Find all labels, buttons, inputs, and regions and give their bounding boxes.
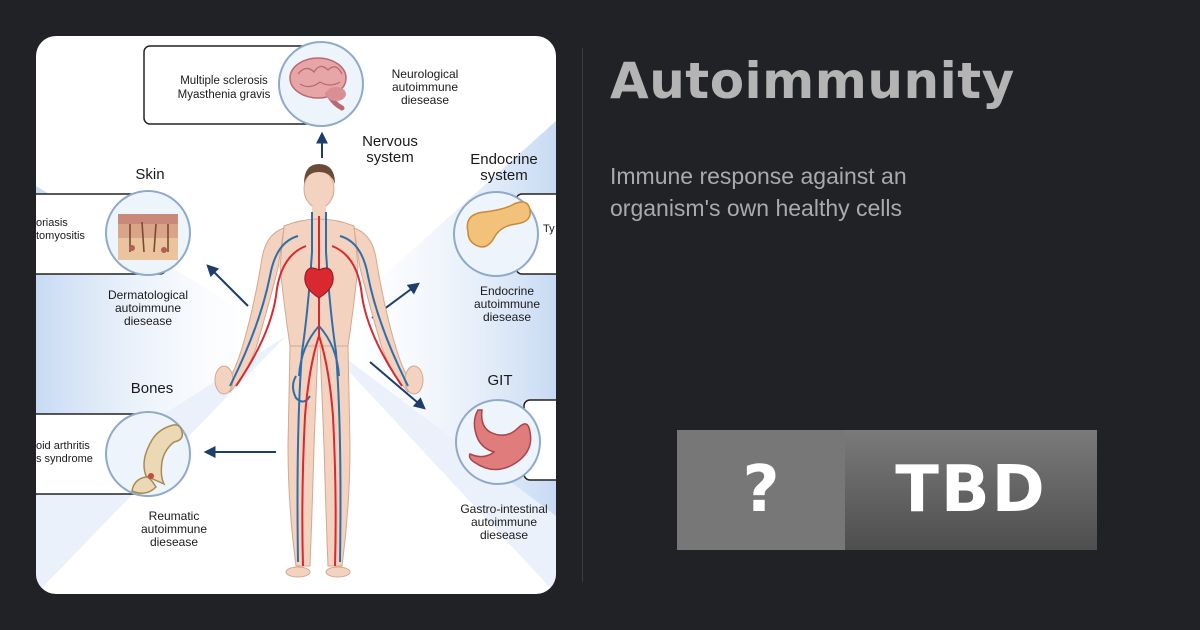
skin-arrow — [206, 264, 249, 307]
bones-group: Bones oid arthritis s syndrome Reumatic … — [36, 380, 276, 549]
arteries — [235, 216, 403, 567]
diagram-card: Multiple sclerosis Myasthenia gravis Neu… — [36, 36, 556, 594]
bones-disease-line2: s syndrome — [36, 453, 93, 465]
nervous-system-group: Multiple sclerosis Myasthenia gravis Neu… — [143, 41, 459, 166]
pancreas-icon — [466, 201, 531, 248]
git-caption-line3: diesease — [480, 528, 528, 542]
badge-question-mark: ? — [677, 430, 845, 550]
bone-icon — [131, 424, 184, 494]
skin-disease-line2: tomyositis — [36, 230, 85, 242]
nervous-heading-line1: Nervous — [362, 133, 418, 150]
skin-caption-line2: autoimmune — [115, 301, 181, 315]
bones-caption-line3: diesease — [150, 535, 198, 549]
skin-layers-icon — [118, 214, 178, 260]
brain-icon — [289, 57, 347, 111]
endocrine-heading-line2: system — [480, 167, 528, 184]
stomach-icon — [468, 409, 532, 471]
nervous-disease-line1: Multiple sclerosis — [180, 75, 268, 87]
git-heading: GIT — [488, 372, 513, 389]
bones-heading: Bones — [131, 380, 174, 397]
git-caption-line2: autoimmune — [471, 515, 537, 529]
endocrine-heading-line1: Endocrine — [470, 151, 538, 168]
bones-caption-line1: Reumatic — [149, 509, 200, 523]
autoimmune-body-diagram: Multiple sclerosis Myasthenia gravis Neu… — [36, 41, 556, 594]
nervous-caption-line2: autoimmune — [392, 80, 458, 94]
skin-heading: Skin — [135, 166, 164, 183]
nervous-disease-line2: Myasthenia gravis — [178, 89, 271, 101]
skin-group: Skin oriasis tomyositis Dermatological a… — [36, 166, 249, 328]
status-badge: ? TBD — [677, 430, 1097, 550]
endocrine-group: Endocrine system Ty Endocrine autoimmune… — [371, 151, 556, 324]
vertical-divider — [582, 48, 583, 582]
git-caption-line1: Gastro-intestinal — [460, 502, 547, 516]
endocrine-caption-line3: diesease — [483, 310, 531, 324]
skin-disease-line1: oriasis — [36, 217, 68, 229]
nervous-caption-line1: Neurological — [392, 67, 459, 81]
nervous-heading-line2: system — [366, 149, 414, 166]
nervous-caption-line3: diesease — [401, 93, 449, 107]
bones-disease-line1: oid arthritis — [36, 440, 90, 452]
human-body-figure — [214, 164, 424, 578]
badge-tbd-label: TBD — [845, 430, 1097, 550]
page-title: Autoimmunity — [610, 52, 1015, 110]
page-subtitle: Immune response against an organism's ow… — [610, 163, 907, 221]
bones-caption-line2: autoimmune — [141, 522, 207, 536]
skin-caption-line3: diesease — [124, 314, 172, 328]
git-arrow — [369, 361, 426, 410]
skin-caption-line1: Dermatological — [108, 288, 188, 302]
git-group: GIT Gastro-intestinal autoimmune dieseas… — [369, 361, 556, 542]
endocrine-caption-line1: Endocrine — [480, 284, 534, 298]
endocrine-caption-line2: autoimmune — [474, 297, 540, 311]
endocrine-disease-line1: Ty — [543, 223, 555, 235]
heart-icon — [304, 267, 334, 299]
